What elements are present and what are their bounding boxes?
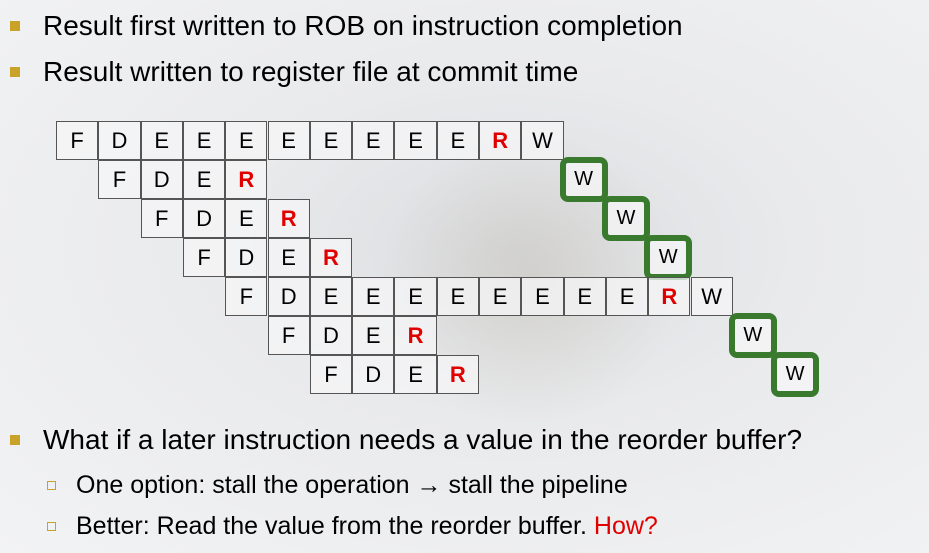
stage-cell-w: W [690, 277, 733, 316]
how-highlight: How? [593, 512, 658, 540]
bullet-question: What if a later instruction needs a valu… [10, 424, 802, 456]
bullet-square-icon [10, 21, 20, 31]
stage-cell-e: E [182, 160, 226, 199]
stage-cell-f: F [309, 355, 353, 394]
bullet-register-commit: Result written to register file at commi… [10, 56, 578, 88]
stage-cell-e: E [394, 355, 437, 394]
writeback-highlight-cell: W [601, 196, 650, 241]
stage-cell-e: E [267, 121, 310, 160]
stage-cell-w: W [521, 121, 564, 160]
stage-cell-f: F [182, 238, 226, 277]
stage-cell-e: E [436, 121, 479, 160]
stage-cell-e: E [225, 199, 268, 238]
stage-cell-d: D [225, 238, 268, 277]
sub-bullet-text: Better: Read the value from the reorder … [76, 512, 587, 540]
stage-cell-e: E [140, 121, 183, 160]
stage-cell-e: E [479, 277, 522, 316]
sub-bullet-square-icon [47, 481, 56, 490]
writeback-highlight-cell: W [644, 235, 693, 280]
stage-cell-d: D [140, 160, 183, 199]
stage-cell-d: D [98, 121, 141, 160]
stage-cell-e: E [521, 277, 564, 316]
stage-cell-d: D [352, 355, 395, 394]
stage-cell-e: E [267, 238, 310, 277]
stage-cell-e: E [352, 121, 395, 160]
stage-cell-e: E [309, 121, 353, 160]
sub-bullet-text: One option: stall the operation → stall … [76, 471, 628, 499]
stage-cell-r: R [225, 160, 268, 199]
stage-cell-e: E [182, 121, 226, 160]
stage-cell-e: E [352, 316, 395, 355]
bullet-text: Result first written to ROB on instructi… [43, 10, 683, 41]
stage-cell-f: F [98, 160, 141, 199]
bullet-square-icon [10, 435, 20, 445]
stage-cell-d: D [182, 199, 226, 238]
bullet-rob-completion: Result first written to ROB on instructi… [10, 10, 683, 42]
stage-cell-d: D [267, 277, 310, 316]
stage-cell-f: F [225, 277, 268, 316]
bullet-square-icon [10, 67, 20, 77]
stage-cell-d: D [309, 316, 353, 355]
writeback-highlight-cell: W [728, 313, 777, 358]
stage-cell-r: R [648, 277, 691, 316]
stage-cell-e: E [436, 277, 479, 316]
writeback-highlight-cell: W [771, 352, 820, 397]
sub-bullet-read-rob: Better: Read the value from the reorder … [47, 512, 658, 541]
stage-cell-e: E [309, 277, 353, 316]
stage-cell-f: F [267, 316, 310, 355]
stage-cell-r: R [479, 121, 522, 160]
bullet-text: Result written to register file at commi… [43, 56, 579, 87]
stage-cell-f: F [56, 121, 99, 160]
sub-bullet-stall: One option: stall the operation → stall … [47, 471, 628, 500]
bullet-text: What if a later instruction needs a valu… [43, 424, 803, 455]
stage-cell-e: E [394, 277, 437, 316]
stage-cell-r: R [267, 199, 310, 238]
stage-cell-r: R [394, 316, 437, 355]
stage-cell-e: E [563, 277, 606, 316]
sub-bullet-square-icon [47, 522, 56, 531]
stage-cell-e: E [394, 121, 437, 160]
stage-cell-r: R [436, 355, 479, 394]
stage-cell-e: E [352, 277, 395, 316]
stage-cell-r: R [309, 238, 353, 277]
stage-cell-e: E [605, 277, 649, 316]
stage-cell-f: F [140, 199, 183, 238]
writeback-highlight-cell: W [559, 157, 608, 202]
stage-cell-e: E [225, 121, 268, 160]
